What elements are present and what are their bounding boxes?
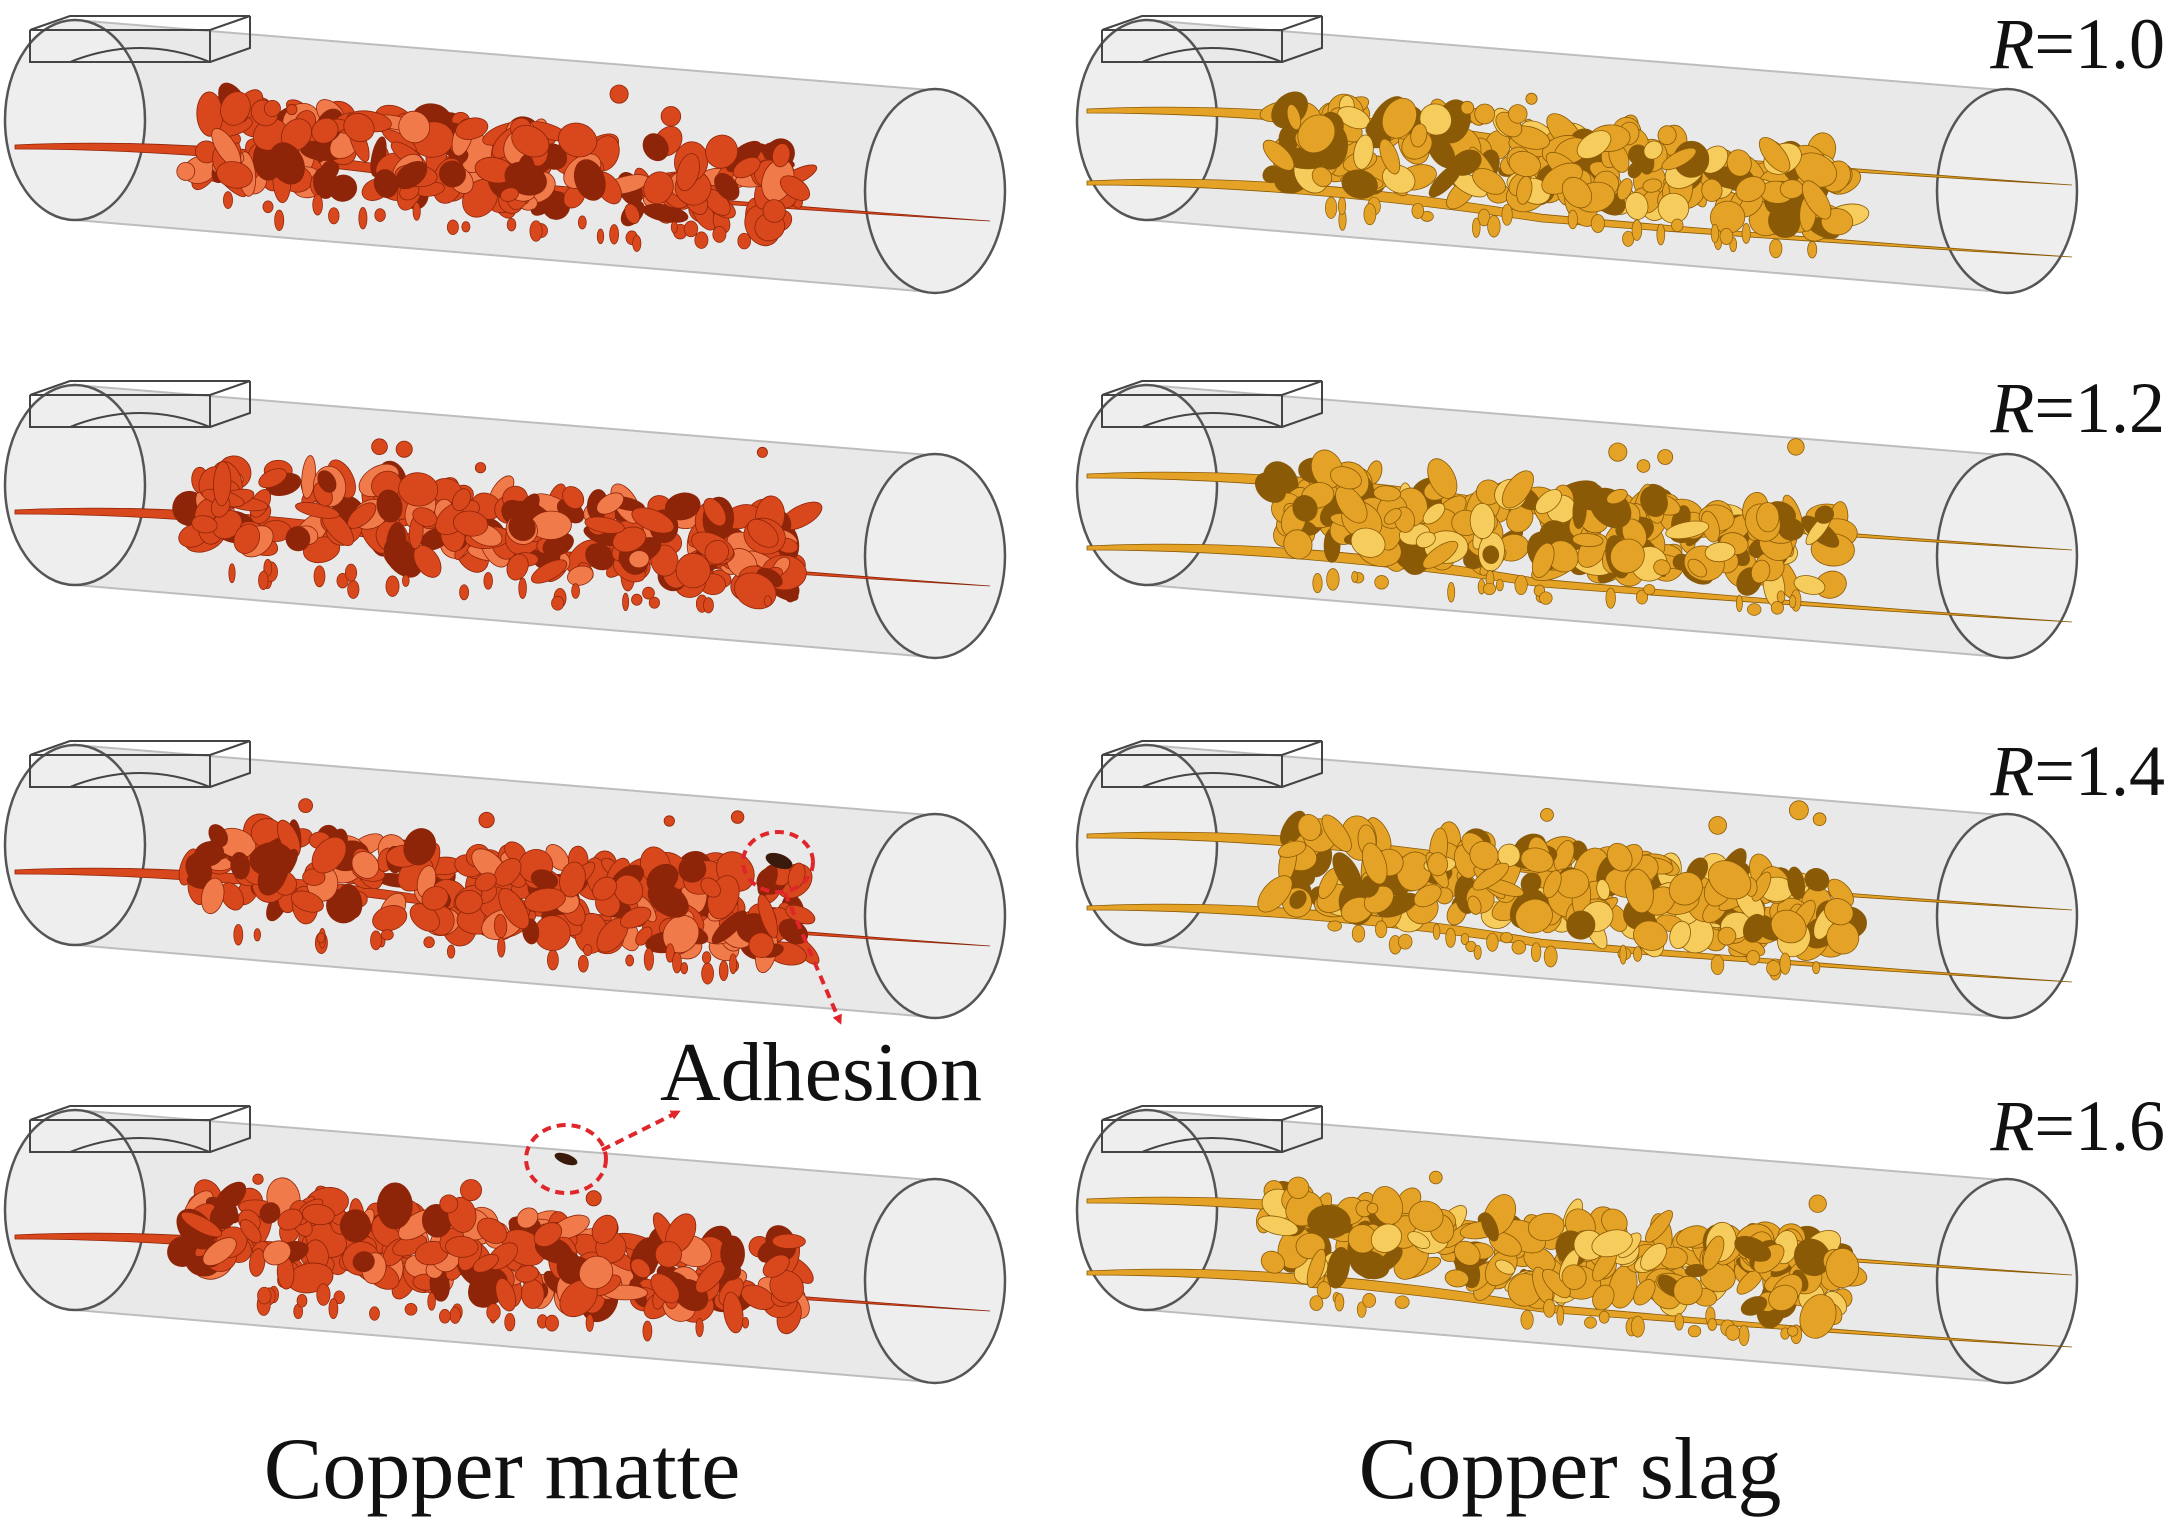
pipe-end-left — [3, 383, 147, 587]
pipe-end-right — [1935, 452, 2079, 660]
pipe-end-right — [863, 1177, 1007, 1385]
pipe-end-right — [863, 87, 1007, 295]
adhesion-annotation: Adhesion — [524, 830, 982, 1195]
breakup-region — [176, 82, 818, 252]
panel-slag-row-4 — [1075, 1105, 2079, 1385]
breakup-region — [1254, 438, 1858, 616]
breakup-region — [1255, 1170, 1868, 1346]
pipe-end-right — [863, 812, 1007, 1020]
breakup-region — [1257, 800, 1867, 981]
pipe-end-left — [1075, 18, 1219, 222]
r-label-row-2: R=1.2 — [1989, 368, 2165, 448]
pipe-end-left — [3, 1108, 147, 1312]
svg-text:R=1.4: R=1.4 — [1989, 731, 2165, 811]
r-label-row-1: R=1.0 — [1989, 4, 2165, 84]
panel-slag-row-1 — [1075, 15, 2079, 295]
adhesion-highlight-circle-2 — [524, 1123, 608, 1195]
pipe-end-right — [1935, 87, 2079, 295]
pipe-end-right — [1935, 812, 2079, 1020]
panel-slag-row-2 — [1075, 380, 2079, 660]
inlet-box — [1101, 380, 1323, 428]
breakup-region — [1259, 91, 1870, 259]
panel-matte-row-3 — [3, 740, 1007, 1020]
panel-matte-row-4 — [3, 1105, 1007, 1385]
inlet-box — [29, 15, 251, 63]
adhesion-highlight-circle-1 — [741, 830, 815, 894]
pipe-end-left — [1075, 1108, 1219, 1312]
panel-matte-row-2 — [3, 380, 1007, 660]
breakup-region — [167, 1173, 814, 1342]
adhesion-arrow-down — [783, 892, 842, 1025]
inlet-box — [1101, 1105, 1323, 1153]
breakup-region — [178, 798, 820, 985]
liquid-sheet-2 — [1086, 1268, 2073, 1348]
breakup-region — [172, 438, 823, 614]
svg-text:R=1.6: R=1.6 — [1989, 1086, 2165, 1166]
adhesion-label: Adhesion — [660, 1026, 982, 1119]
panel-slag-row-3 — [1075, 740, 2079, 1020]
adhered-droplet-1 — [765, 852, 793, 870]
r-label-row-4: R=1.6 — [1989, 1086, 2165, 1166]
panel-matte-row-1 — [3, 15, 1007, 295]
adhered-droplet-2 — [554, 1152, 578, 1166]
r-label-row-3: R=1.4 — [1989, 731, 2165, 811]
inlet-box — [29, 1105, 251, 1153]
inlet-box — [29, 380, 251, 428]
pipe-end-right — [1935, 1177, 2079, 1385]
pipe-end-right — [863, 452, 1007, 660]
pipe-end-left — [3, 18, 147, 222]
column-label-matte: Copper matte — [264, 1421, 741, 1518]
panel-grid — [3, 15, 2079, 1385]
svg-text:R=1.2: R=1.2 — [1989, 368, 2165, 448]
column-label-slag: Copper slag — [1359, 1421, 1782, 1518]
svg-text:R=1.0: R=1.0 — [1989, 4, 2165, 84]
pipe-end-left — [1075, 383, 1219, 587]
inlet-box — [29, 740, 251, 788]
inlet-box — [1101, 740, 1323, 788]
pipe-end-left — [3, 743, 147, 947]
inlet-box — [1101, 15, 1323, 63]
pipe-end-left — [1075, 743, 1219, 947]
